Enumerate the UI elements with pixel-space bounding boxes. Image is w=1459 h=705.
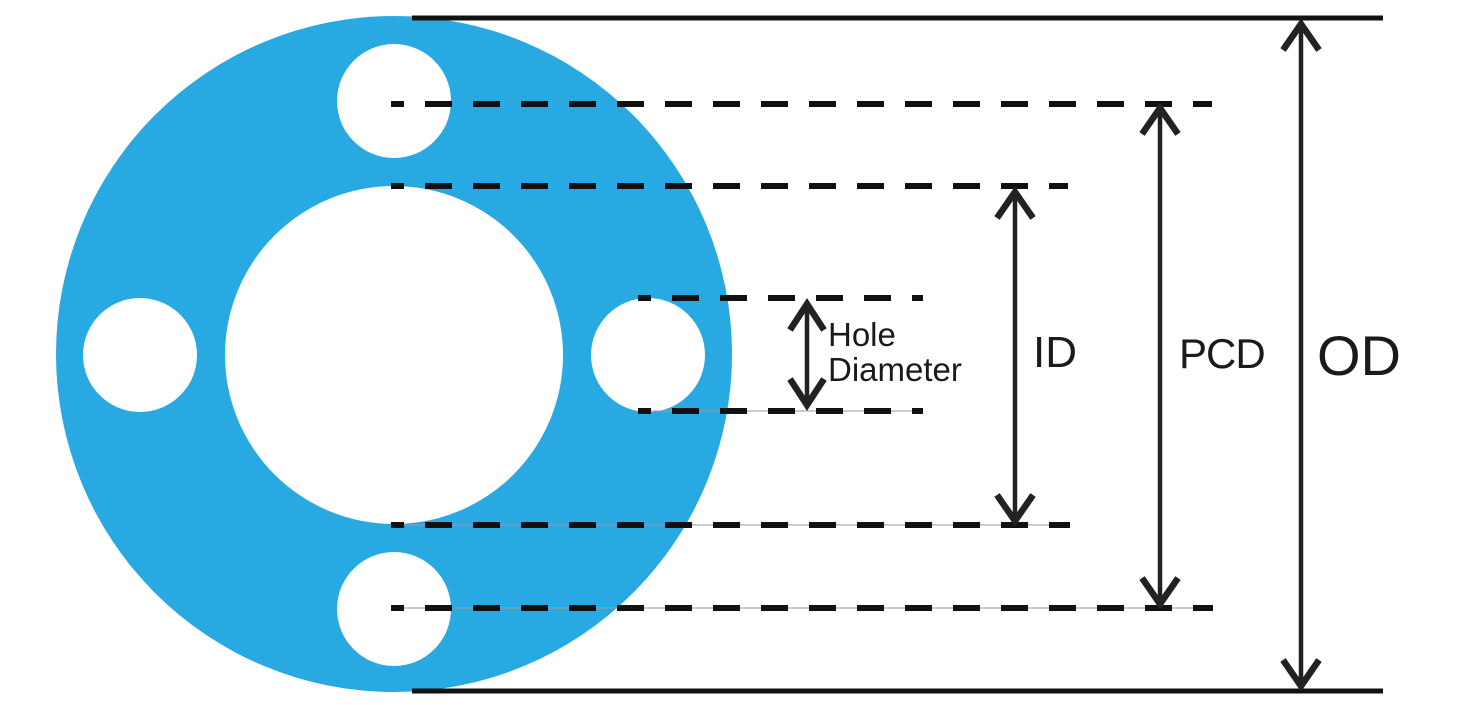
- hole-diameter-arrow-head-bottom: [787, 377, 827, 411]
- hole-diameter-arrow: [787, 298, 827, 411]
- id-arrow: [994, 186, 1036, 527]
- flange-gasket: [56, 16, 732, 692]
- hole-diameter-arrow-head-top: [787, 298, 827, 332]
- bolt-hole-right: [591, 298, 705, 412]
- id-label: ID: [1033, 328, 1077, 377]
- od-arrow: [1280, 18, 1322, 692]
- flange-bore-circle: [225, 186, 563, 524]
- dimension-labels: Hole Diameter ID PCD OD: [828, 316, 1401, 388]
- od-arrow-head-bottom: [1280, 658, 1322, 692]
- od-label: OD: [1317, 324, 1401, 387]
- id-arrow-head-bottom: [994, 493, 1036, 527]
- id-arrow-head-top: [994, 186, 1036, 220]
- od-arrow-head-top: [1280, 18, 1322, 52]
- dashed-extension-lines: [391, 101, 1213, 611]
- hole-diameter-label-line2: Diameter: [828, 351, 962, 388]
- pcd-arrow-head-top: [1139, 102, 1181, 136]
- pcd-arrow-head-bottom: [1139, 576, 1181, 610]
- hole-diameter-label-line1: Hole: [828, 316, 896, 353]
- od-extent-lines: [412, 15, 1383, 694]
- pcd-label: PCD: [1179, 330, 1265, 377]
- bolt-hole-left: [83, 298, 197, 412]
- pcd-arrow: [1139, 102, 1181, 610]
